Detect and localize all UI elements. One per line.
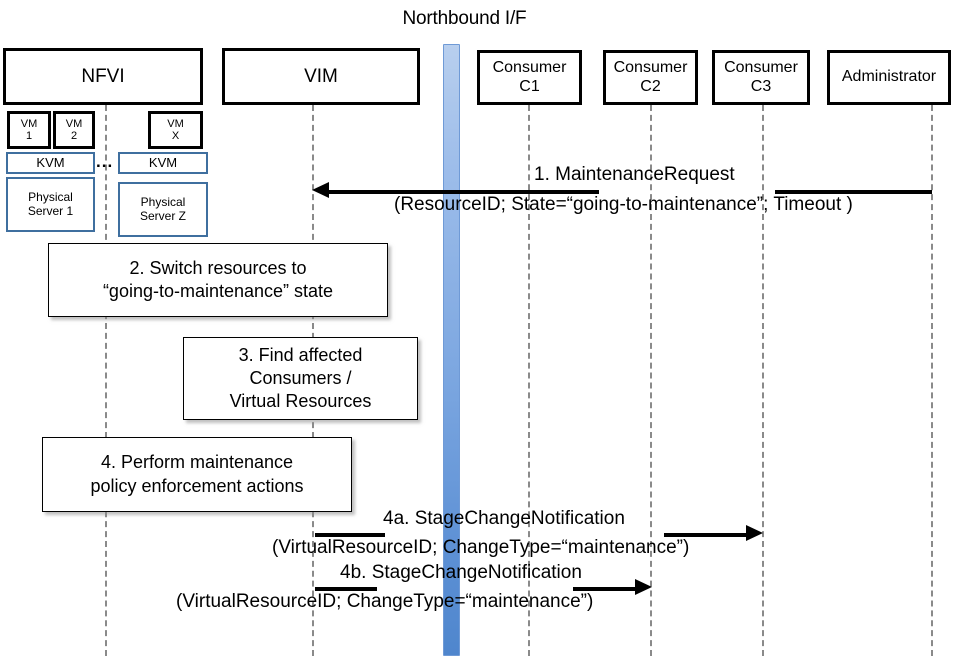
participant-nfvi-label: NFVI xyxy=(81,65,125,87)
vm-box-1[interactable]: VM 1 xyxy=(7,111,51,149)
consumer-c1-line1: Consumer xyxy=(492,59,567,77)
hypervisor-kvm-1[interactable]: KVM xyxy=(6,152,95,174)
message-1-params: (ResourceID; State=“going-to-maintenance… xyxy=(394,194,853,215)
participant-consumer-c2-label: Consumer C2 xyxy=(614,59,688,96)
vm-box-x[interactable]: VM X xyxy=(148,111,203,149)
message-1-line-left xyxy=(322,190,599,194)
message-4b-label: 4b. StageChangeNotification xyxy=(340,562,582,583)
message-4b-line-right xyxy=(573,587,635,591)
lifeline-nfvi xyxy=(105,105,107,656)
physical-server-1[interactable]: Physical Server 1 xyxy=(6,177,95,232)
message-4a-line-left xyxy=(315,533,385,537)
message-4a-line-right xyxy=(664,533,746,537)
kvm-1-label: KVM xyxy=(36,154,65,170)
participant-consumer-c1-label: Consumer C1 xyxy=(493,59,567,96)
participant-administrator[interactable]: Administrator xyxy=(827,50,951,105)
participant-vim[interactable]: VIM xyxy=(222,48,420,105)
kvm-2-label: KVM xyxy=(148,154,178,170)
vm-box-2[interactable]: VM 2 xyxy=(53,111,95,149)
participant-consumer-c2[interactable]: Consumer C2 xyxy=(603,50,698,105)
vm-1-line2: 1 xyxy=(25,130,33,142)
consumer-c2-line2: C2 xyxy=(640,77,661,95)
message-4a-label: 4a. StageChangeNotification xyxy=(383,508,625,529)
message-4a-arrowhead xyxy=(746,525,763,541)
action-box-3[interactable]: 3. Find affected Consumers / Virtual Res… xyxy=(183,337,418,420)
participant-vim-label: VIM xyxy=(304,65,338,87)
lifeline-administrator xyxy=(931,105,933,656)
message-4b-arrowhead xyxy=(635,579,652,595)
physical-server-z[interactable]: Physical Server Z xyxy=(118,182,208,237)
action-box-2[interactable]: 2. Switch resources to “going-to-mainten… xyxy=(48,243,388,317)
participant-consumer-c3[interactable]: Consumer C3 xyxy=(712,50,810,105)
vm-2-line2: 2 xyxy=(70,130,78,142)
consumer-c1-line2: C1 xyxy=(519,77,540,95)
lifeline-consumer-c2 xyxy=(650,105,652,656)
consumer-c3-line2: C3 xyxy=(750,77,772,95)
action-2-line1: 2. Switch resources to xyxy=(129,257,307,278)
vm-x-line2: X xyxy=(171,130,180,142)
action-3-line2: Consumers / xyxy=(249,367,352,388)
physical-server-1-line1: Physical xyxy=(28,189,73,204)
message-1-label: 1. MaintenanceRequest xyxy=(534,164,735,185)
diagram-title: Northbound I/F xyxy=(0,8,965,30)
action-box-4[interactable]: 4. Perform maintenance policy enforcemen… xyxy=(42,437,352,512)
physical-server-z-line2: Server Z xyxy=(139,208,186,223)
physical-server-1-line2: Server 1 xyxy=(27,203,74,218)
vm-1-line1: VM xyxy=(20,117,38,130)
message-4a-params: (VirtualResourceID; ChangeType=“maintena… xyxy=(272,537,690,558)
action-4-line1: 4. Perform maintenance xyxy=(100,452,294,473)
action-box-3-text: 3. Find affected Consumers / Virtual Res… xyxy=(230,344,372,413)
hypervisor-kvm-2[interactable]: KVM xyxy=(118,152,208,174)
message-4b-params: (VirtualResourceID; ChangeType=“maintena… xyxy=(176,591,594,612)
lifeline-consumer-c1 xyxy=(528,105,530,656)
vm-x-line1: VM xyxy=(167,117,184,130)
physical-server-z-line1: Physical xyxy=(140,194,186,209)
participant-consumer-c1[interactable]: Consumer C1 xyxy=(477,50,582,105)
vm-2-line1: VM xyxy=(65,117,83,130)
action-2-line2: “going-to-maintenance” state xyxy=(102,281,334,301)
action-4-line2: policy enforcement actions xyxy=(90,475,304,496)
message-4b-line-left xyxy=(315,587,377,591)
message-1-arrowhead xyxy=(312,182,329,198)
diagram-title-text: Northbound I/F xyxy=(402,8,527,29)
northbound-interface-bar xyxy=(443,44,460,656)
action-3-line1: 3. Find affected xyxy=(238,344,363,365)
consumer-c2-line1: Consumer xyxy=(613,59,688,77)
participant-nfvi[interactable]: NFVI xyxy=(3,48,203,105)
participant-consumer-c3-label: Consumer C3 xyxy=(724,59,798,96)
lifeline-consumer-c3 xyxy=(762,105,764,656)
action-box-2-text: 2. Switch resources to “going-to-mainten… xyxy=(103,257,333,303)
server-ellipsis: ... xyxy=(96,152,114,171)
action-box-4-text: 4. Perform maintenance policy enforcemen… xyxy=(90,451,303,497)
participant-administrator-label: Administrator xyxy=(841,68,937,86)
message-1-line-right xyxy=(775,190,932,194)
consumer-c3-line1: Consumer xyxy=(724,59,798,77)
action-3-line3: Virtual Resources xyxy=(229,391,372,412)
